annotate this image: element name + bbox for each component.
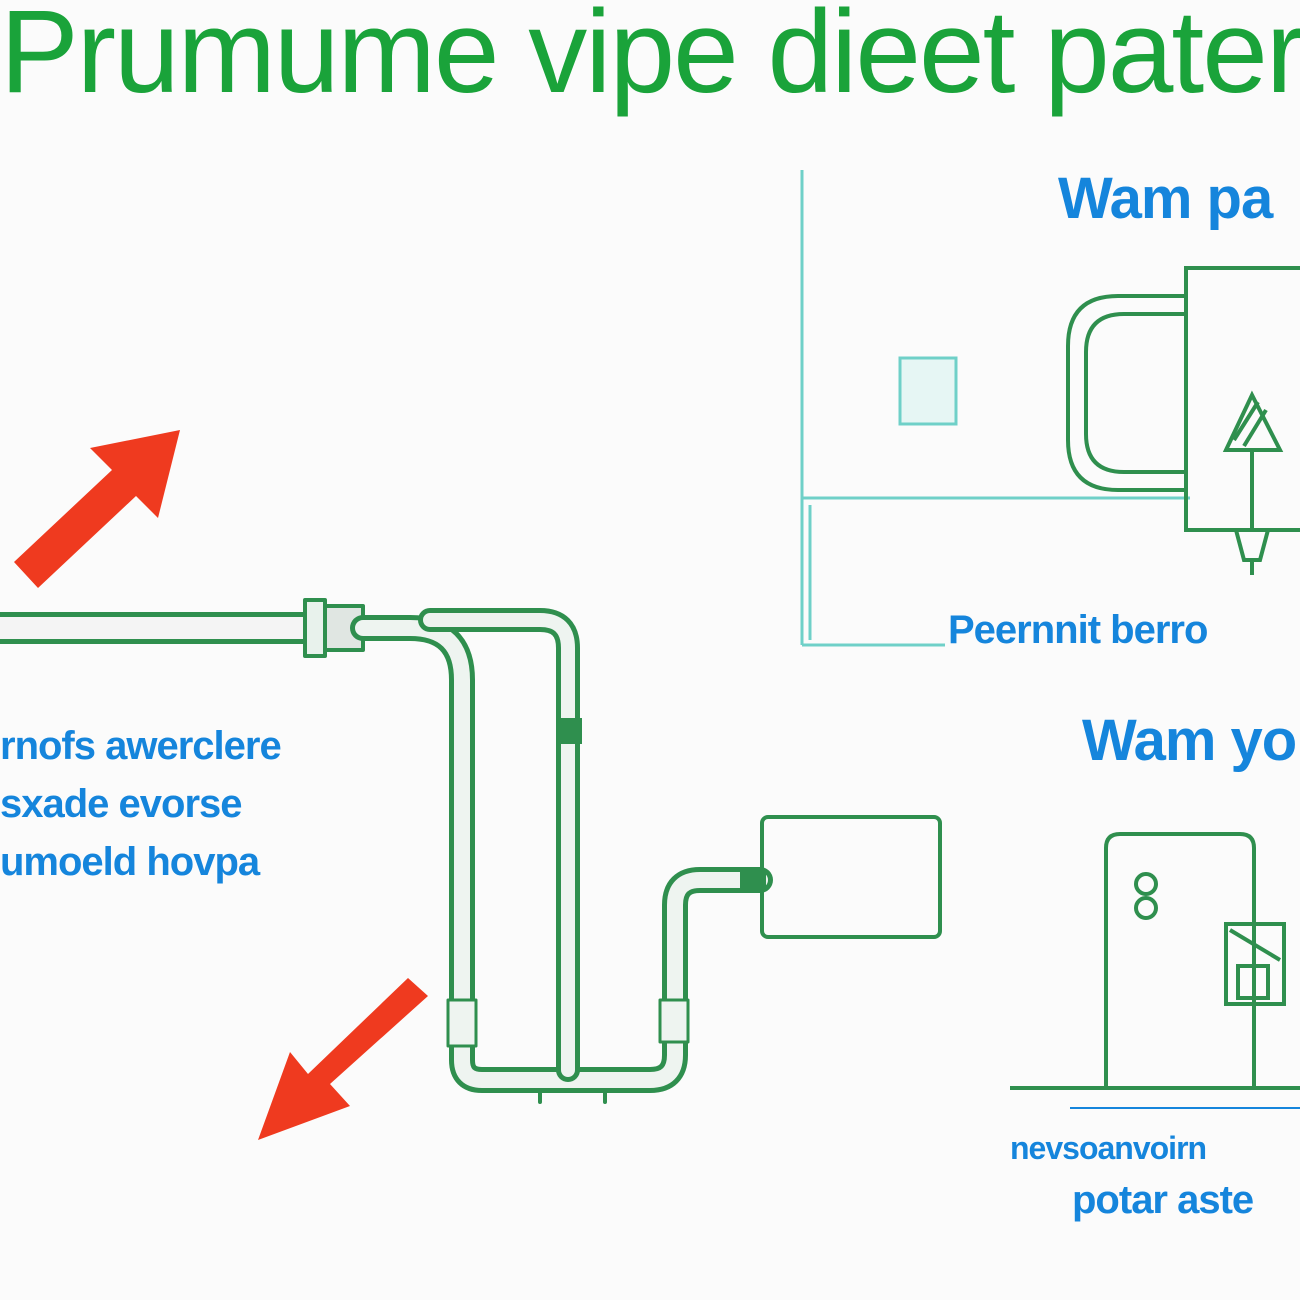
bottom-right-note-line: potar aste <box>1072 1178 1254 1222</box>
supply-pipe <box>0 598 773 1104</box>
mid-right-heading: Wam yo <box>1082 708 1297 773</box>
wall-panel <box>800 170 1190 647</box>
boiler-box <box>760 815 942 939</box>
arrow-up-right-icon <box>14 430 180 588</box>
arrow-down-left-icon <box>258 978 428 1140</box>
diagram-title: Prumume vipe dieet pater <box>0 0 1300 118</box>
water-heater-icon <box>1066 266 1300 575</box>
left-note-line: umoeld hovpa <box>0 840 260 884</box>
thermostat-icon <box>898 356 958 426</box>
boiler-cabinet-icon <box>1010 832 1300 1090</box>
left-note-line: rnofs awerclere <box>0 724 282 768</box>
left-note-line: sxade evorse <box>0 782 243 826</box>
bottom-right-note-line: nevsoanvoirn <box>1010 1130 1207 1166</box>
panel-caption: Peernnit berro <box>948 608 1208 652</box>
top-right-heading: Wam pa <box>1058 166 1273 231</box>
